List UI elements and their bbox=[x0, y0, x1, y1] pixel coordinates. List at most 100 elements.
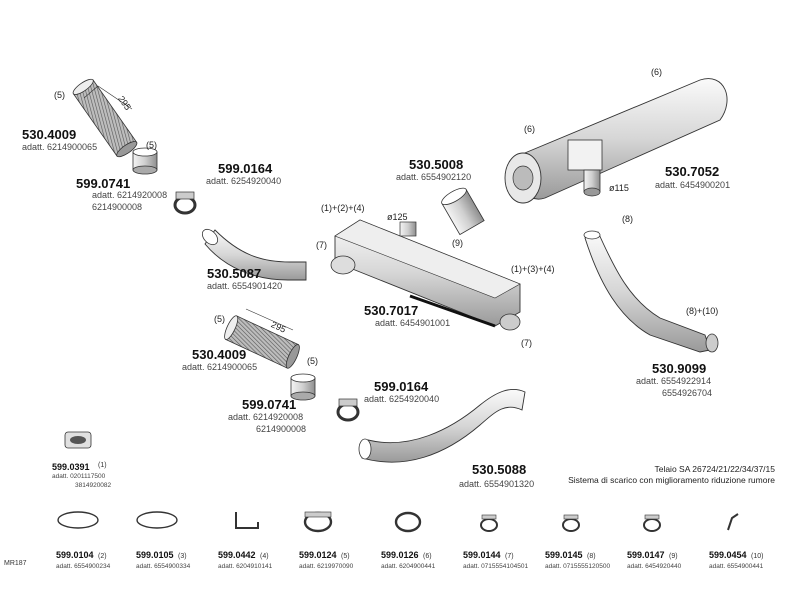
part-adatt-599-0741-top-1: adatt. 6214920008 bbox=[92, 190, 168, 200]
part-adatt-530-5087: adatt. 6554901420 bbox=[207, 281, 283, 291]
part-adatt-599-0391-1: adatt. 0201117500 bbox=[52, 473, 106, 480]
part-code-599-0741-top: 599.0741 bbox=[76, 176, 131, 191]
silencer-530-7017 bbox=[330, 219, 521, 331]
ref-5-sleeve-top: (5) bbox=[146, 140, 157, 150]
bottom-part-ref: (5) bbox=[341, 553, 350, 560]
bottom-part-adatt: adatt. 6204910141 bbox=[218, 563, 273, 570]
bottom-part-code: 599.0104 bbox=[56, 550, 94, 560]
ref-5-sleeve-middle: (5) bbox=[307, 356, 318, 366]
flex-pipe-top bbox=[72, 78, 138, 158]
bottom-part-adatt: adatt. 6204900441 bbox=[381, 563, 436, 570]
ref-5-flex-middle: (5) bbox=[214, 314, 225, 324]
ref-6-left: (6) bbox=[524, 124, 535, 134]
bottom-part-ref: (6) bbox=[423, 553, 432, 560]
ref-7-right: (7) bbox=[521, 338, 532, 348]
part-code-530-7017: 530.7017 bbox=[364, 303, 419, 318]
bottom-part-6: 599.0144 (7) adatt. 0715554104501 bbox=[463, 545, 528, 571]
ref-5-flex-top: (5) bbox=[54, 90, 65, 100]
part-adatt-599-0741-middle-1: adatt. 6214920008 bbox=[228, 412, 304, 422]
part-adatt-599-0741-top-2: 6214900008 bbox=[92, 202, 143, 212]
part-code-530-5087: 530.5087 bbox=[207, 266, 262, 281]
chassis-caption-line-2: Sistema di scarico con miglioramento rid… bbox=[568, 475, 775, 485]
bottom-part-9: 599.0454 (10) adatt. 6554900441 bbox=[709, 545, 763, 571]
bottom-part-adatt: adatt. 6219970090 bbox=[299, 563, 354, 570]
ref-7-left: (7) bbox=[316, 240, 327, 250]
bottom-part-7: 599.0145 (8) adatt. 0715555120500 bbox=[545, 545, 610, 571]
part-adatt-530-7052: adatt. 6454900201 bbox=[655, 180, 731, 190]
part-code-599-0164-middle: 599.0164 bbox=[374, 379, 429, 394]
ref-9: (9) bbox=[452, 238, 463, 248]
part-code-530-5088: 530.5088 bbox=[472, 462, 527, 477]
part-adatt-530-9099-2: 6554926704 bbox=[662, 388, 713, 398]
bent-pipe-530-5088 bbox=[358, 388, 526, 463]
part-adatt-530-4009-top: adatt. 6214900065 bbox=[22, 142, 98, 152]
bottom-part-5: 599.0126 (6) adatt. 6204900441 bbox=[381, 545, 435, 571]
flex-pipe-middle bbox=[224, 308, 300, 369]
part-adatt-530-4009-middle: adatt. 6214900065 bbox=[182, 362, 258, 372]
part-adatt-599-0164-middle: adatt. 6254920040 bbox=[364, 394, 440, 404]
part-code-599-0164-top: 599.0164 bbox=[218, 161, 273, 176]
bottom-part-2: 599.0105 (3) adatt. 6554900334 bbox=[136, 545, 190, 571]
bottom-part-code: 599.0105 bbox=[136, 550, 174, 560]
part-code-530-4009-top: 530.4009 bbox=[22, 127, 77, 142]
ref-8: (8) bbox=[622, 214, 633, 224]
part-adatt-530-9099-1: adatt. 6554922914 bbox=[636, 376, 712, 386]
part-code-599-0391: 599.0391 bbox=[52, 462, 90, 472]
bottom-part-ref: (8) bbox=[587, 553, 596, 560]
ref-6-top: (6) bbox=[651, 67, 662, 77]
ref-1-2-4: (1)+(2)+(4) bbox=[321, 203, 365, 213]
part-code-530-5008: 530.5008 bbox=[409, 157, 464, 172]
bottom-part-adatt: adatt. 0715554104501 bbox=[463, 563, 529, 570]
bottom-part-code: 599.0126 bbox=[381, 550, 419, 560]
chassis-caption: Telaio SA 26724/21/22/34/37/15 Sistema d… bbox=[568, 464, 775, 486]
part-adatt-530-7017: adatt. 6454901001 bbox=[375, 318, 451, 328]
bottom-part-8: 599.0147 (9) adatt. 6454920440 bbox=[627, 545, 681, 571]
part-adatt-599-0391-2: 3814920082 bbox=[75, 482, 112, 489]
ref-8-10: (8)+(10) bbox=[686, 306, 719, 316]
bottom-part-code: 599.0144 bbox=[463, 550, 501, 560]
part-adatt-599-0741-middle-2: 6214900008 bbox=[256, 424, 307, 434]
part-code-599-0741-middle: 599.0741 bbox=[242, 397, 297, 412]
bottom-part-adatt: adatt. 0715555120500 bbox=[545, 563, 611, 570]
part-ref-599-0391: (1) bbox=[98, 462, 107, 469]
ref-1-3-4: (1)+(3)+(4) bbox=[511, 264, 555, 274]
bottom-part-adatt: adatt. 6454920440 bbox=[627, 563, 682, 570]
dim-phi125: ø125 bbox=[387, 212, 408, 222]
bottom-part-adatt: adatt. 6554900234 bbox=[56, 563, 111, 570]
corner-id: MR187 bbox=[4, 560, 27, 567]
tube-530-5008 bbox=[441, 187, 485, 236]
bottom-part-3: 599.0442 (4) adatt. 6204910141 bbox=[218, 545, 272, 571]
flange-599-0391 bbox=[64, 431, 92, 449]
part-adatt-530-5008: adatt. 6554902120 bbox=[396, 172, 472, 182]
bottom-part-code: 599.0147 bbox=[627, 550, 665, 560]
bottom-part-ref: (9) bbox=[669, 553, 678, 560]
sleeve-top bbox=[132, 147, 158, 175]
bottom-part-ref: (3) bbox=[178, 553, 187, 560]
clamp-top bbox=[173, 191, 197, 215]
bottom-part-4: 599.0124 (5) adatt. 6219970090 bbox=[299, 545, 353, 571]
bottom-part-code: 599.0124 bbox=[299, 550, 337, 560]
silencer-530-7052 bbox=[504, 78, 728, 204]
bottom-part-code: 599.0145 bbox=[545, 550, 583, 560]
part-adatt-530-5088: adatt. 6554901320 bbox=[459, 479, 535, 489]
chassis-caption-line-1: Telaio SA 26724/21/22/34/37/15 bbox=[654, 464, 775, 474]
pipe-530-9099 bbox=[583, 230, 719, 353]
bottom-part-adatt: adatt. 6554900441 bbox=[709, 563, 764, 570]
bottom-part-code: 599.0442 bbox=[218, 550, 256, 560]
dim-phi115: ø115 bbox=[609, 183, 629, 193]
bottom-part-ref: (2) bbox=[98, 553, 107, 560]
bottom-hardware-icons bbox=[57, 511, 739, 533]
bottom-part-ref: (4) bbox=[260, 553, 269, 560]
bottom-part-1: 599.0104 (2) adatt. 6554900234 bbox=[56, 545, 110, 571]
part-code-530-7052: 530.7052 bbox=[665, 164, 720, 179]
bent-pipe-530-5087 bbox=[201, 228, 307, 281]
part-adatt-599-0164-top: adatt. 6254920040 bbox=[206, 176, 282, 186]
bottom-part-code: 599.0454 bbox=[709, 550, 747, 560]
bottom-part-ref: (10) bbox=[751, 553, 764, 560]
clamp-middle bbox=[336, 398, 360, 422]
bottom-part-adatt: adatt. 6554900334 bbox=[136, 563, 191, 570]
part-code-530-4009-middle: 530.4009 bbox=[192, 347, 247, 362]
part-code-530-9099: 530.9099 bbox=[652, 361, 707, 376]
